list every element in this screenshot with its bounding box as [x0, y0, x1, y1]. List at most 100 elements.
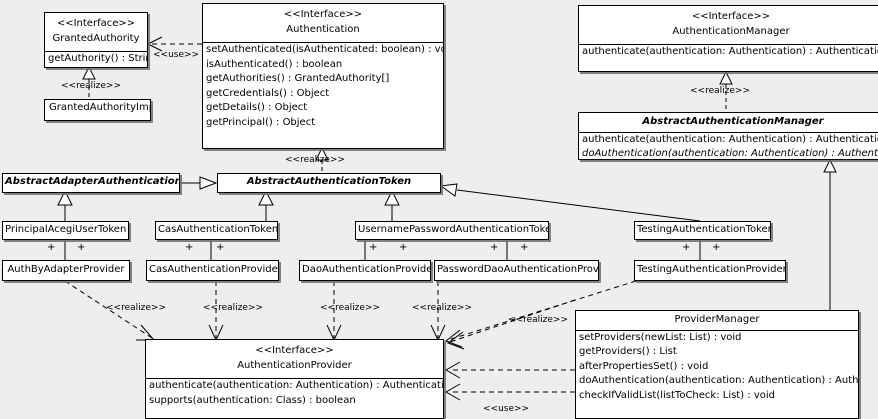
- multiplicity-plus: +: [520, 242, 529, 253]
- class-username-password-authentication-token[interactable]: UsernamePasswordAuthenticationToken: [355, 221, 549, 240]
- operation: authenticate(authentication: Authenticat…: [582, 133, 878, 145]
- multiplicity-plus: +: [216, 242, 225, 253]
- edge-label-realize-granted-authority-impl: <<realize>>: [61, 81, 121, 91]
- link-testingtoken-extends-abstracttoken: [439, 183, 701, 222]
- multiplicity-plus: +: [77, 242, 86, 253]
- class-password-dao-authentication-provider[interactable]: PasswordDaoAuthenticationProvider: [434, 260, 599, 281]
- operations-compartment: authenticate(authentication: Authenticat…: [579, 133, 878, 160]
- multiplicity-plus: +: [712, 242, 721, 253]
- stereotype-label: <<Interface>>: [283, 9, 363, 20]
- operation: supports(authentication: Class) : boolea…: [149, 394, 356, 406]
- stereotype-label: <<Interface>>: [56, 18, 136, 29]
- operation: authenticate(authentication: Authenticat…: [582, 46, 878, 57]
- class-name: AuthenticationProvider: [237, 359, 352, 371]
- class-name: Authentication: [286, 23, 360, 35]
- operations-compartment: authenticate(authentication: Authenticat…: [146, 379, 443, 408]
- edge-label-realize-auth-by-adapter: <<realize>>: [106, 303, 166, 313]
- class-granted-authority[interactable]: <<Interface>> GrantedAuthority getAuthor…: [44, 12, 148, 68]
- section-divider: [45, 51, 147, 52]
- link-providermanager-uses-authenticationprovider: [444, 383, 575, 401]
- link-castoken-extends-abstracttoken: [258, 189, 274, 221]
- multiplicity-plus: +: [185, 242, 194, 253]
- class-name: PasswordDaoAuthenticationProvider: [437, 264, 599, 275]
- class-header: <<Interface>> GrantedAuthority: [45, 13, 147, 51]
- operation: getCredentials() : Object: [206, 87, 330, 99]
- operation: setProviders(newList: List) : void: [579, 331, 742, 343]
- class-abstract-adapter-authentication-token[interactable]: AbstractAdapterAuthenticationToken: [2, 173, 180, 193]
- operation: getDetails() : Object: [206, 102, 308, 113]
- class-auth-by-adapter-provider[interactable]: AuthByAdapterProvider: [2, 260, 130, 281]
- link-usernamepasswordtoken-extends-abstracttoken: [384, 189, 400, 221]
- class-testing-authentication-provider[interactable]: TestingAuthenticationProvider: [634, 260, 786, 281]
- class-name: AbstractAuthenticationToken: [246, 176, 412, 187]
- class-provider-manager[interactable]: ProviderManager setProviders(newList: Li…: [575, 310, 859, 419]
- class-name: TestingAuthenticationProvider: [637, 264, 786, 275]
- edge-label-realize-abstract-authentication-manager: <<realize>>: [690, 86, 750, 96]
- operation: afterPropertiesSet() : void: [579, 360, 709, 372]
- operations-compartment: getAuthority() : String: [45, 52, 147, 67]
- operation: getProviders() : List: [579, 346, 677, 357]
- stereotype-label: <<Interface>>: [691, 11, 771, 22]
- class-name: AbstractAuthenticationManager: [642, 116, 824, 127]
- operation: setAuthenticated(isAuthenticated: boolea…: [206, 44, 444, 55]
- section-divider: [146, 378, 443, 379]
- multiplicity-plus: +: [369, 242, 378, 253]
- class-abstract-authentication-token[interactable]: AbstractAuthenticationToken: [217, 173, 441, 193]
- class-cas-authentication-token[interactable]: CasAuthenticationToken: [155, 221, 278, 240]
- class-dao-authentication-provider[interactable]: DaoAuthenticationProvider: [299, 260, 431, 281]
- section-divider: [579, 44, 878, 45]
- multiplicity-plus: +: [682, 242, 691, 253]
- edge-label-realize-abstract-authentication-token: <<realize>>: [285, 155, 345, 165]
- link-authentication-uses-grantedauthority: [146, 36, 202, 52]
- operation: doAuthentication(authentication: Authent…: [582, 148, 878, 159]
- link-providermanager-uses-authenticationprovider-upper: [444, 361, 575, 379]
- class-header: <<Interface>> AuthenticationProvider: [146, 340, 443, 378]
- edge-label-realize-cas: <<realize>>: [203, 303, 263, 313]
- operations-compartment: setProviders(newList: List) : void getPr…: [576, 331, 858, 404]
- multiplicity-plus: +: [47, 242, 56, 253]
- class-name: AbstractAdapterAuthenticationToken: [5, 176, 180, 187]
- section-divider: [576, 329, 858, 331]
- multiplicity-plus: +: [490, 242, 499, 253]
- edge-label-realize-provider-manager: <<realize>>: [508, 315, 568, 325]
- link-providermanager-extends-abstractauthenticationmanager: [823, 158, 837, 310]
- link-principalacegiusertoken-extends-abstractadaptertoken: [57, 189, 73, 221]
- operation: getAuthorities() : GrantedAuthority[]: [206, 73, 390, 84]
- class-name: DaoAuthenticationProvider: [302, 264, 431, 275]
- operation: authenticate(authentication: Authenticat…: [149, 380, 444, 391]
- class-name: TestingAuthenticationToken: [637, 224, 771, 235]
- class-name: GrantedAuthority: [52, 32, 140, 44]
- link-abstractadaptertoken-extends-abstracttoken: [180, 176, 218, 190]
- stereotype-label: <<Interface>>: [255, 345, 334, 356]
- class-name: CasAuthenticationToken: [158, 224, 278, 235]
- class-abstract-authentication-manager[interactable]: AbstractAuthenticationManager authentica…: [578, 112, 878, 160]
- class-header: <<Interface>> AuthenticationManager: [579, 6, 878, 44]
- section-divider: [579, 131, 878, 133]
- edge-label-use-provider-manager: <<use>>: [483, 404, 530, 414]
- class-header: <<Interface>> Authentication: [203, 4, 443, 42]
- class-testing-authentication-token[interactable]: TestingAuthenticationToken: [634, 221, 771, 240]
- operation: doAuthentication(authentication: Authent…: [579, 375, 859, 386]
- operations-compartment: setAuthenticated(isAuthenticated: boolea…: [203, 43, 443, 130]
- class-authentication-manager[interactable]: <<Interface>> AuthenticationManager auth…: [578, 5, 878, 72]
- class-name: PrincipalAcegiUserToken: [5, 224, 127, 235]
- section-divider: [203, 42, 443, 43]
- edge-label-realize-password-dao: <<realize>>: [412, 303, 472, 313]
- operation: getAuthority() : String: [48, 53, 148, 64]
- class-name: AuthenticationManager: [672, 25, 790, 37]
- class-name: CasAuthenticationProvider: [149, 264, 279, 275]
- class-name: ProviderManager: [674, 314, 760, 325]
- class-name: AuthByAdapterProvider: [7, 264, 125, 275]
- class-principal-acegi-user-token[interactable]: PrincipalAcegiUserToken: [2, 221, 129, 240]
- operation: checkIfValidList(listToCheck: List) : vo…: [579, 389, 776, 401]
- edge-label-use-granted-authority: <<use>>: [153, 50, 200, 60]
- class-granted-authority-impl[interactable]: GrantedAuthorityImpl: [44, 99, 151, 121]
- operation: isAuthenticated() : boolean: [206, 58, 343, 70]
- class-name: UsernamePasswordAuthenticationToken: [358, 224, 549, 235]
- edge-label-realize-dao: <<realize>>: [320, 303, 380, 313]
- class-cas-authentication-provider[interactable]: CasAuthenticationProvider: [146, 260, 279, 281]
- multiplicity-plus: +: [399, 242, 408, 253]
- class-authentication-provider[interactable]: <<Interface>> AuthenticationProvider aut…: [145, 339, 444, 419]
- class-authentication[interactable]: <<Interface>> Authentication setAuthenti…: [202, 3, 444, 149]
